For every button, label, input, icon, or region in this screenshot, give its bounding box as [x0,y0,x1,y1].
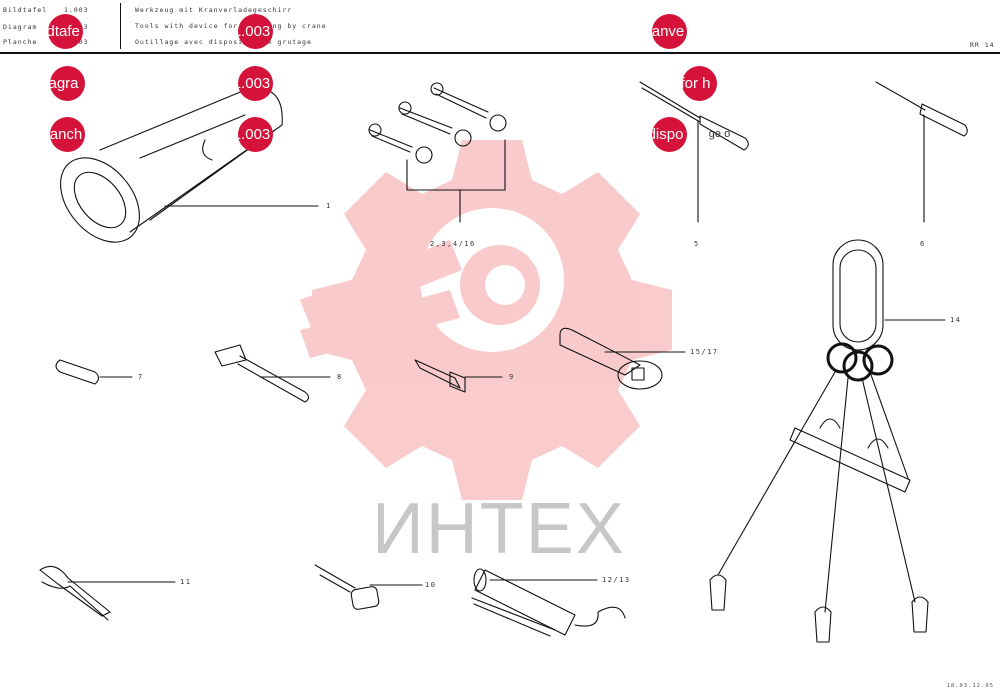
hotspot-label: for h [682,75,711,92]
title-french: Outillage avec dispositif de grutage [135,38,312,46]
pin-part [55,359,133,385]
socket-wrench-part [559,327,686,390]
callout-5: 5 [694,240,700,248]
header-divider [120,3,121,49]
callout-2-3-4-16: 2,3,4/16 [430,240,476,248]
title-german: Werkzeug mit Kranverladegeschirr [135,6,293,14]
hotspot-label: 1.003 [238,23,271,40]
callout-6: 6 [920,240,926,248]
lifting-sling-part [709,239,946,643]
hotspot-label: ranve [652,23,685,40]
grease-gun-part [471,568,626,637]
screwdriver-long-part [875,81,968,223]
callout-7: 7 [138,373,144,381]
title-english: Tools with device for handling by crane [135,22,327,30]
callout-12-13: 12/13 [602,576,631,584]
hotspot-plate-number[interactable]: 1.003 [238,14,273,49]
callout-10: 10 [425,581,437,589]
key-part [314,564,423,610]
watermark-brand: ИНТЕХ [372,489,626,569]
label-bildtafel: Bildtafel [3,6,48,14]
pliers-part [39,565,176,621]
hotspot-label: ldtafe [48,23,80,40]
callout-15-17: 15/17 [690,348,719,356]
page-code: RR 14 [970,41,995,49]
hotspot-label: dispo [652,126,684,143]
callout-8: 8 [337,373,343,381]
hotspot-plate-number[interactable]: 1.003 [238,117,273,152]
hotspot-title[interactable]: ranve [652,14,687,49]
hotspot-title[interactable]: dispo [652,117,687,152]
punch-part [414,359,503,393]
hotspot-title[interactable]: for h [682,66,717,101]
hotspot-plate-number[interactable]: 1.003 [238,66,273,101]
callout-14: 14 [950,316,962,324]
hotspot-planche[interactable]: ranch [50,117,85,152]
label-diagram: Diagram [3,23,38,31]
hammer-part [214,344,331,403]
plate-number: 1.003 [64,6,89,14]
spanner-set-part [368,82,507,223]
header-rule [0,52,1000,54]
label-planche: Planche [3,38,38,46]
hotspot-label: ge o [708,128,731,140]
screwdriver-part [639,81,749,223]
footer-date: 18.03.12.95 [946,683,994,689]
hotspot-label: 1.003 [238,75,271,92]
hotspot-diagram[interactable]: agra [50,66,85,101]
hotspot-label: agra [50,75,79,92]
callout-1: 1 [326,202,332,210]
callout-9: 9 [509,373,515,381]
watermark-gear-icon [300,140,672,500]
hotspot-bildtafel[interactable]: ldtafe [48,14,83,49]
hotspot-title[interactable]: ge o [706,117,741,152]
callout-11: 11 [180,578,192,586]
tool-roll-part [60,87,319,243]
hotspot-label: ranch [50,126,83,143]
hotspot-label: 1.003 [238,126,271,143]
